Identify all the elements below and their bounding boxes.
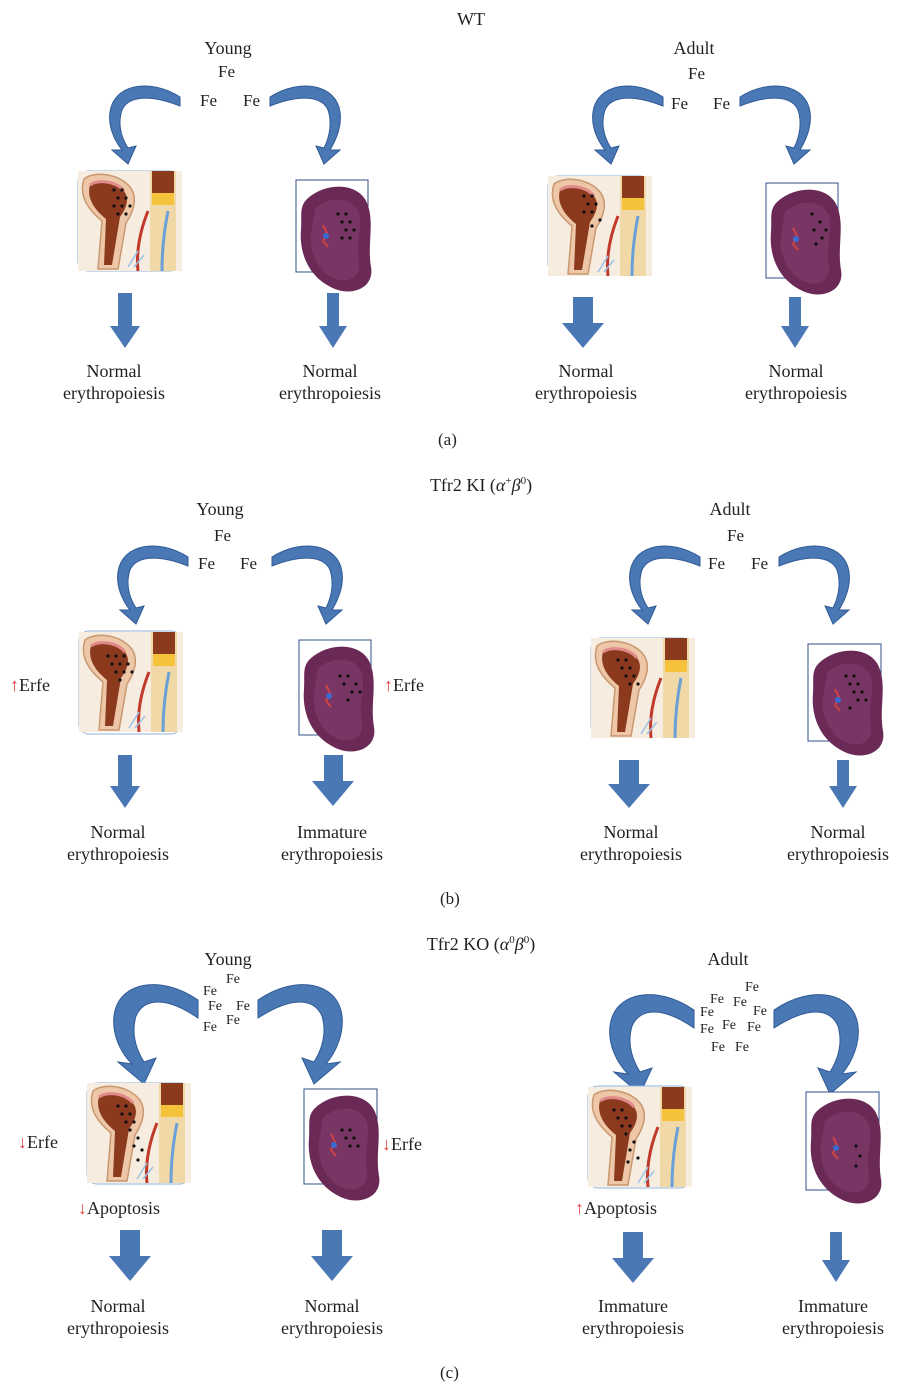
down-arrow-icon [109, 1230, 850, 1283]
down-arrow-small-icon: ↓ [382, 1134, 391, 1154]
iron-label: Fe [203, 984, 217, 999]
bone-marrow-icon [78, 171, 182, 271]
up-arrow-icon: ↑ [575, 1198, 584, 1218]
iron-label: Fe [713, 95, 730, 113]
young-label: Young [190, 498, 250, 520]
iron-label: Fe [226, 972, 240, 987]
spleen-icon [304, 1089, 379, 1200]
iron-label: Fe [226, 1013, 240, 1028]
iron-label: Fe [708, 555, 725, 573]
erfe-marker: ↓Erfe [18, 1131, 58, 1153]
down-arrow-icon [110, 293, 809, 348]
iron-label: Fe [671, 95, 688, 113]
bone-marrow-icon [87, 1083, 191, 1184]
panel-letter: (b) [440, 889, 460, 909]
spleen-icon [806, 1092, 881, 1203]
spleen-icon [296, 180, 371, 291]
iron-label: Fe [236, 999, 250, 1014]
iron-label: Fe [198, 555, 215, 573]
iron-label: Fe [688, 65, 705, 83]
panel-letter: (c) [440, 1363, 459, 1383]
down-arrow-small-icon: ↓ [78, 1198, 87, 1218]
adult-label: Adult [700, 498, 760, 520]
iron-label: Fe [700, 1022, 714, 1037]
bone-marrow-icon [591, 638, 695, 738]
iron-label: Fe [753, 1004, 767, 1019]
apoptosis-marker: ↑Apoptosis [575, 1197, 657, 1219]
spleen-icon [299, 640, 374, 751]
spleen-icon [808, 644, 883, 755]
iron-label: Fe [208, 999, 222, 1014]
panel-c-title: Tfr2 KO (α0β0) [401, 929, 561, 955]
young-label: Young [198, 37, 258, 59]
bone-marrow-icon [588, 1086, 692, 1188]
panel-a-title: WT [441, 8, 501, 30]
iron-label: Fe [711, 1040, 725, 1055]
iron-label: Fe [747, 1020, 761, 1035]
up-arrow-icon: ↑ [384, 675, 393, 695]
young-label: Young [198, 948, 258, 970]
spleen-icon [766, 183, 841, 294]
erfe-marker: ↑Erfe [10, 674, 50, 696]
apoptosis-marker: ↓Apoptosis [78, 1197, 160, 1219]
iron-label: Fe [727, 527, 744, 545]
iron-label: Fe [218, 63, 235, 81]
up-arrow-icon: ↑ [10, 675, 19, 695]
panel-letter: (a) [438, 430, 457, 450]
down-arrow-small-icon: ↓ [18, 1132, 27, 1152]
erfe-marker: ↓Erfe [382, 1133, 422, 1155]
panel-b-title: Tfr2 KI (α+β0) [401, 470, 561, 496]
iron-label: Fe [700, 1005, 714, 1020]
down-arrow-icon [110, 755, 857, 808]
iron-label: Fe [751, 555, 768, 573]
iron-label: Fe [200, 92, 217, 110]
iron-label: Fe [240, 555, 257, 573]
bone-marrow-icon [548, 176, 652, 276]
iron-label: Fe [722, 1018, 736, 1033]
iron-label: Fe [214, 527, 231, 545]
bone-marrow-icon [79, 631, 183, 734]
adult-label: Adult [664, 37, 724, 59]
curved-arrow-icon [118, 546, 850, 624]
iron-label: Fe [203, 1020, 217, 1035]
adult-label: Adult [698, 948, 758, 970]
iron-label: Fe [733, 995, 747, 1010]
iron-label: Fe [243, 92, 260, 110]
erfe-marker: ↑Erfe [384, 674, 424, 696]
iron-label: Fe [735, 1040, 749, 1055]
iron-label: Fe [745, 980, 759, 995]
